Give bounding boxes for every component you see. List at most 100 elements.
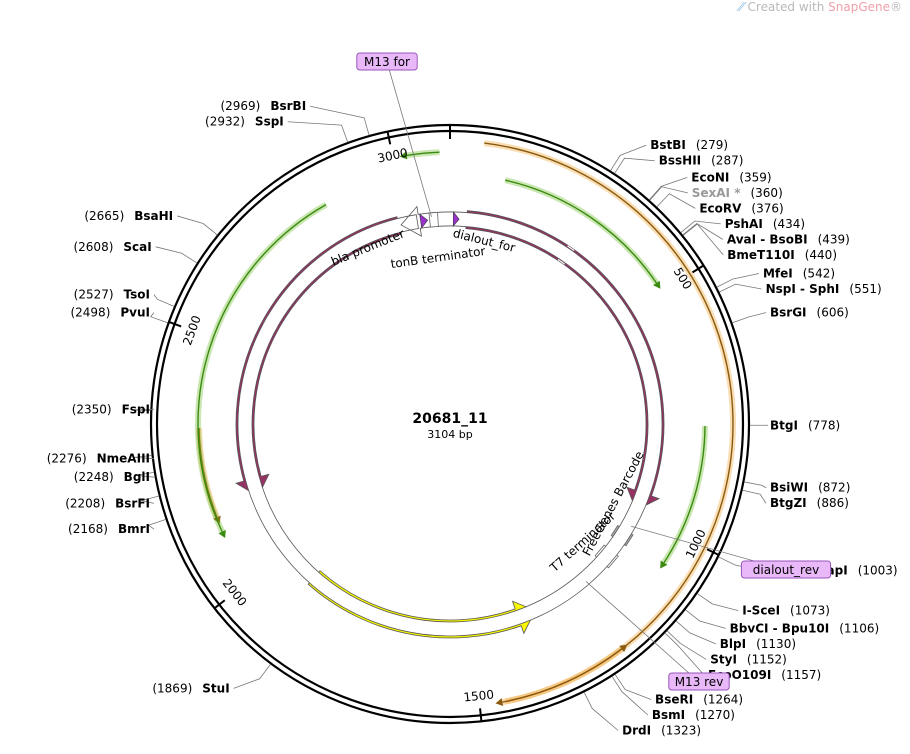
site-label-mfei: MfeI(542) (763, 266, 835, 280)
site-leader-bstbi (610, 144, 647, 171)
tick-mark-2000 (213, 599, 226, 610)
site-leader-bsahi (177, 215, 218, 236)
watermark-reg: ® (890, 0, 902, 14)
site-name-blpi: BlpI (720, 637, 746, 651)
site-name-btgzi: BtgZI (770, 496, 807, 510)
site-label-econi: EcoNI (359) (691, 170, 771, 184)
site-pos-bsrfi: (2208) (65, 496, 105, 510)
site-name-pshai: PshAI (725, 217, 763, 231)
site-name-bsrbi: BsrBI (270, 99, 306, 113)
primer-leader-m13-rev (585, 581, 700, 683)
plasmid-center-label: 20681_11 3104 bp (412, 411, 487, 441)
site-pos-pshai: (434) (773, 217, 805, 231)
site-label-btgzi: BtgZI (886) (770, 496, 849, 510)
feature-bla-promoter-arrow (237, 205, 663, 637)
orf-arc-head-6 (218, 529, 226, 538)
site-pos-bbvci-bpu10i: (1106) (839, 621, 879, 635)
site-label-sspi: (2932)SspI (205, 115, 284, 129)
site-name-bsmi: BsmI (652, 708, 685, 722)
site-label-blpi: BlpI(1130) (720, 637, 796, 651)
orf-arc-head-0 (495, 698, 504, 707)
site-leader-econi (649, 176, 688, 201)
site-leader-nspi-sphi (719, 283, 762, 293)
orf-arc-4 (505, 179, 658, 284)
site-label-ecorv: EcoRV(376) (699, 201, 783, 215)
site-name-pvui: PvuI (120, 306, 150, 320)
site-label-sexai: SexAI *(360) (692, 186, 783, 200)
tick-mark-500 (691, 264, 705, 274)
site-label-fspi: (2350)FspI (72, 402, 150, 416)
site-name-nspi-sphi: NspI - SphI (766, 282, 840, 296)
site-label-pshai: PshAI (434) (725, 217, 805, 231)
tick-label-2000: 2000 (220, 576, 250, 609)
tick-label-1500: 1500 (463, 687, 495, 704)
site-leader-drdi (583, 692, 619, 731)
site-pos-bsrgi: (606) (817, 306, 849, 320)
site-pos-bsmi: (1270) (695, 708, 735, 722)
site-label-bmet110i: BmeT110I(440) (727, 248, 837, 262)
site-label-bsrgi: BsrGI(606) (770, 306, 849, 320)
site-name-bseri: BseRI (655, 692, 693, 706)
site-pos-sexai: (360) (750, 186, 782, 200)
site-name-bsrfi: BsrFI (115, 496, 150, 510)
restriction-sites: BstBI(279)BssHII(287)EcoNI(359)SexAI *(3… (47, 99, 898, 737)
site-pos-ecorv: (376) (751, 201, 783, 215)
site-label-bsshii: BssHII(287) (659, 154, 744, 168)
site-leader-bsiwi (744, 481, 767, 489)
site-leader-bsshii (614, 157, 655, 174)
site-label-bseri: BseRI (1264) (655, 692, 743, 706)
site-leader-bsrfi (141, 495, 159, 504)
site-name-bsahi: BsaHI (134, 209, 173, 223)
site-pos-mfei: (542) (803, 266, 835, 280)
watermark-brand: SnapGene (828, 0, 890, 14)
orf-arc-head-4 (653, 280, 661, 289)
site-label-bsrbi: (2969)BsrBI (220, 99, 306, 113)
site-name-sspi: SspI (255, 115, 284, 129)
site-leader-stui (233, 664, 271, 689)
site-name-econi: EcoNI (691, 170, 729, 184)
site-name-tsoi: TsoI (124, 288, 150, 302)
site-label-pvui: (2498)PvuI (70, 306, 150, 320)
site-pos-nspi-sphi: (551) (849, 282, 881, 296)
primer-box-m13-rev (668, 672, 730, 691)
site-name-bmri: BmrI (118, 522, 150, 536)
site-pos-btgzi: (886) (817, 496, 849, 510)
site-pos-styi: (1152) (747, 652, 787, 666)
site-leader-scai (155, 246, 198, 264)
site-name-btgi: BtgI (770, 418, 798, 432)
feature-tonb-terminator-box (428, 211, 439, 228)
site-label-scai: (2608)ScaI (73, 240, 151, 254)
feature-tonb-terminator-label: tonB terminator (390, 244, 487, 271)
site-pos-bsiwi: (872) (818, 481, 850, 495)
tick-label-3000: 3000 (376, 146, 409, 166)
tick-mark-1500 (479, 708, 483, 722)
site-leader-blpi (675, 620, 716, 645)
site-label-bsrfi: (2208) BsrFI (65, 496, 150, 510)
snapgene-logo-icon: ⁄⁄ (739, 0, 744, 14)
site-name-fspi: FspI (122, 402, 150, 416)
site-label-bsiwi: BsiWI(872) (770, 481, 850, 495)
tick-mark-1000 (706, 548, 720, 556)
site-pos-econi: (359) (739, 170, 771, 184)
feature-dialout-for-arrow (452, 211, 460, 227)
tick-label-2500: 2500 (180, 314, 204, 347)
primer-label-dialout-rev: dialout_rev (753, 563, 819, 577)
site-leader-bsrgi (732, 312, 767, 324)
site-label-bsahi: (2665)BsaHI (84, 209, 173, 223)
site-name-drdi: DrdI (622, 723, 651, 737)
site-pos-scai: (2608) (73, 240, 113, 254)
site-label-styi: StyI(1152) (710, 652, 787, 666)
site-pos-bspqi-sapi: (1003) (858, 563, 898, 577)
site-leader-btgzi (742, 489, 767, 504)
site-label-bmri: (2168)BmrI (68, 522, 150, 536)
orf-arc-6 (197, 203, 327, 532)
site-leader-styi (666, 630, 707, 660)
primer-label-m13-for: M13 for (364, 55, 410, 69)
site-pos-stui: (1869) (152, 681, 192, 695)
site-label-bgli: (2248)BglI (74, 470, 150, 484)
site-pos-bseri: (1264) (703, 692, 743, 706)
tick-mark-2500 (168, 321, 182, 328)
site-leader-pshai (680, 220, 721, 233)
site-leader-sspi (287, 121, 349, 143)
